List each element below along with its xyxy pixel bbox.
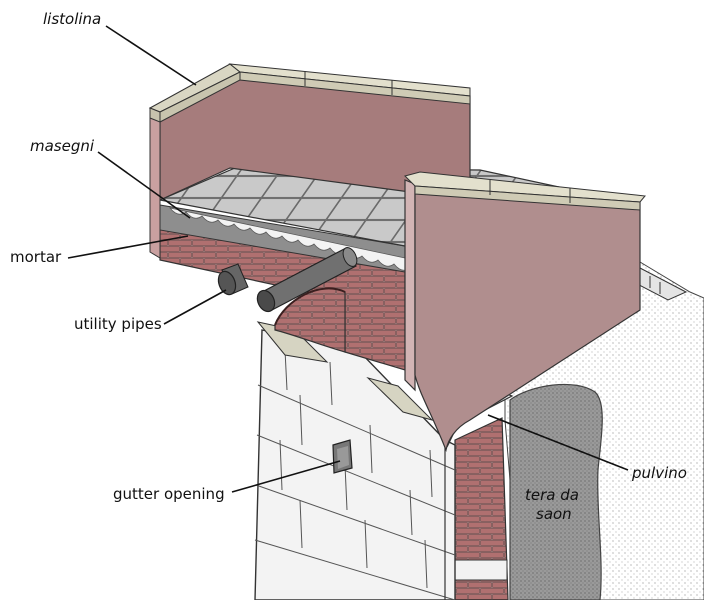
front-parapet [404, 171, 646, 453]
label-saon: saon [536, 505, 572, 523]
leader-listolina [105, 25, 197, 86]
leader-utility-pipes [163, 289, 227, 325]
leader-pulvino [487, 414, 629, 471]
soil-body [509, 383, 603, 600]
label-masegni: masegni [30, 137, 95, 155]
label-gutter-opening: gutter opening [113, 485, 225, 503]
leader-mortar [67, 235, 189, 259]
labels: listolina masegni mortar utility pipes g… [10, 10, 687, 523]
label-pulvino: pulvino [631, 464, 687, 482]
leader-masegni [97, 151, 191, 219]
label-tera-da: tera da [525, 486, 579, 504]
pipe-small [217, 263, 249, 296]
pipe-large [256, 247, 358, 313]
label-mortar: mortar [10, 248, 62, 266]
utility-pipes [217, 247, 358, 313]
label-utility-pipes: utility pipes [74, 315, 162, 333]
right-brick-pier [454, 417, 509, 600]
gutter-opening [332, 439, 353, 474]
leader-lines [67, 25, 629, 493]
leader-gutter-opening [231, 460, 341, 493]
listolina-cap [148, 63, 471, 123]
label-listolina: listolina [43, 10, 101, 28]
